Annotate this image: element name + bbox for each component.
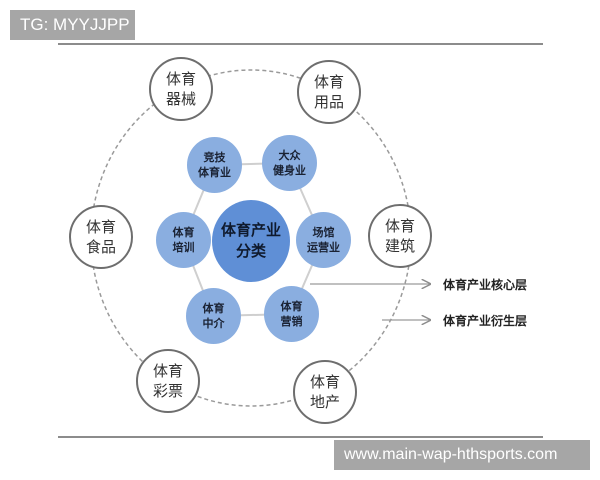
- node-sports-training: 体育培训: [156, 212, 211, 268]
- node-sports-equipment: 体育器械: [149, 57, 213, 121]
- node-venue-operation: 场馆运营业: [296, 212, 351, 268]
- node-sports-goods: 体育用品: [297, 60, 361, 124]
- node-competitive-sports: 竞技体育业: [187, 137, 242, 193]
- node-sports-agency: 体育中介: [186, 288, 241, 344]
- node-sports-lottery: 体育彩票: [136, 349, 200, 413]
- node-sports-real-estate: 体育地产: [293, 360, 357, 424]
- node-center-sports-industry: 体育产业分类: [212, 200, 290, 282]
- bottom-divider: [58, 436, 543, 438]
- node-sports-construction: 体育建筑: [368, 204, 432, 268]
- node-sports-marketing: 体育营销: [264, 286, 319, 342]
- legend-derivative-layer: 体育产业衍生层: [443, 314, 528, 328]
- top-divider: [58, 43, 543, 45]
- legend-core-layer: 体育产业核心层: [443, 278, 528, 292]
- node-mass-fitness: 大众健身业: [262, 135, 317, 191]
- watermark-bottom: www.main-wap-hthsports.com: [334, 440, 590, 470]
- node-sports-food: 体育食品: [69, 205, 133, 269]
- watermark-top: TG: MYYJJPP: [10, 10, 135, 40]
